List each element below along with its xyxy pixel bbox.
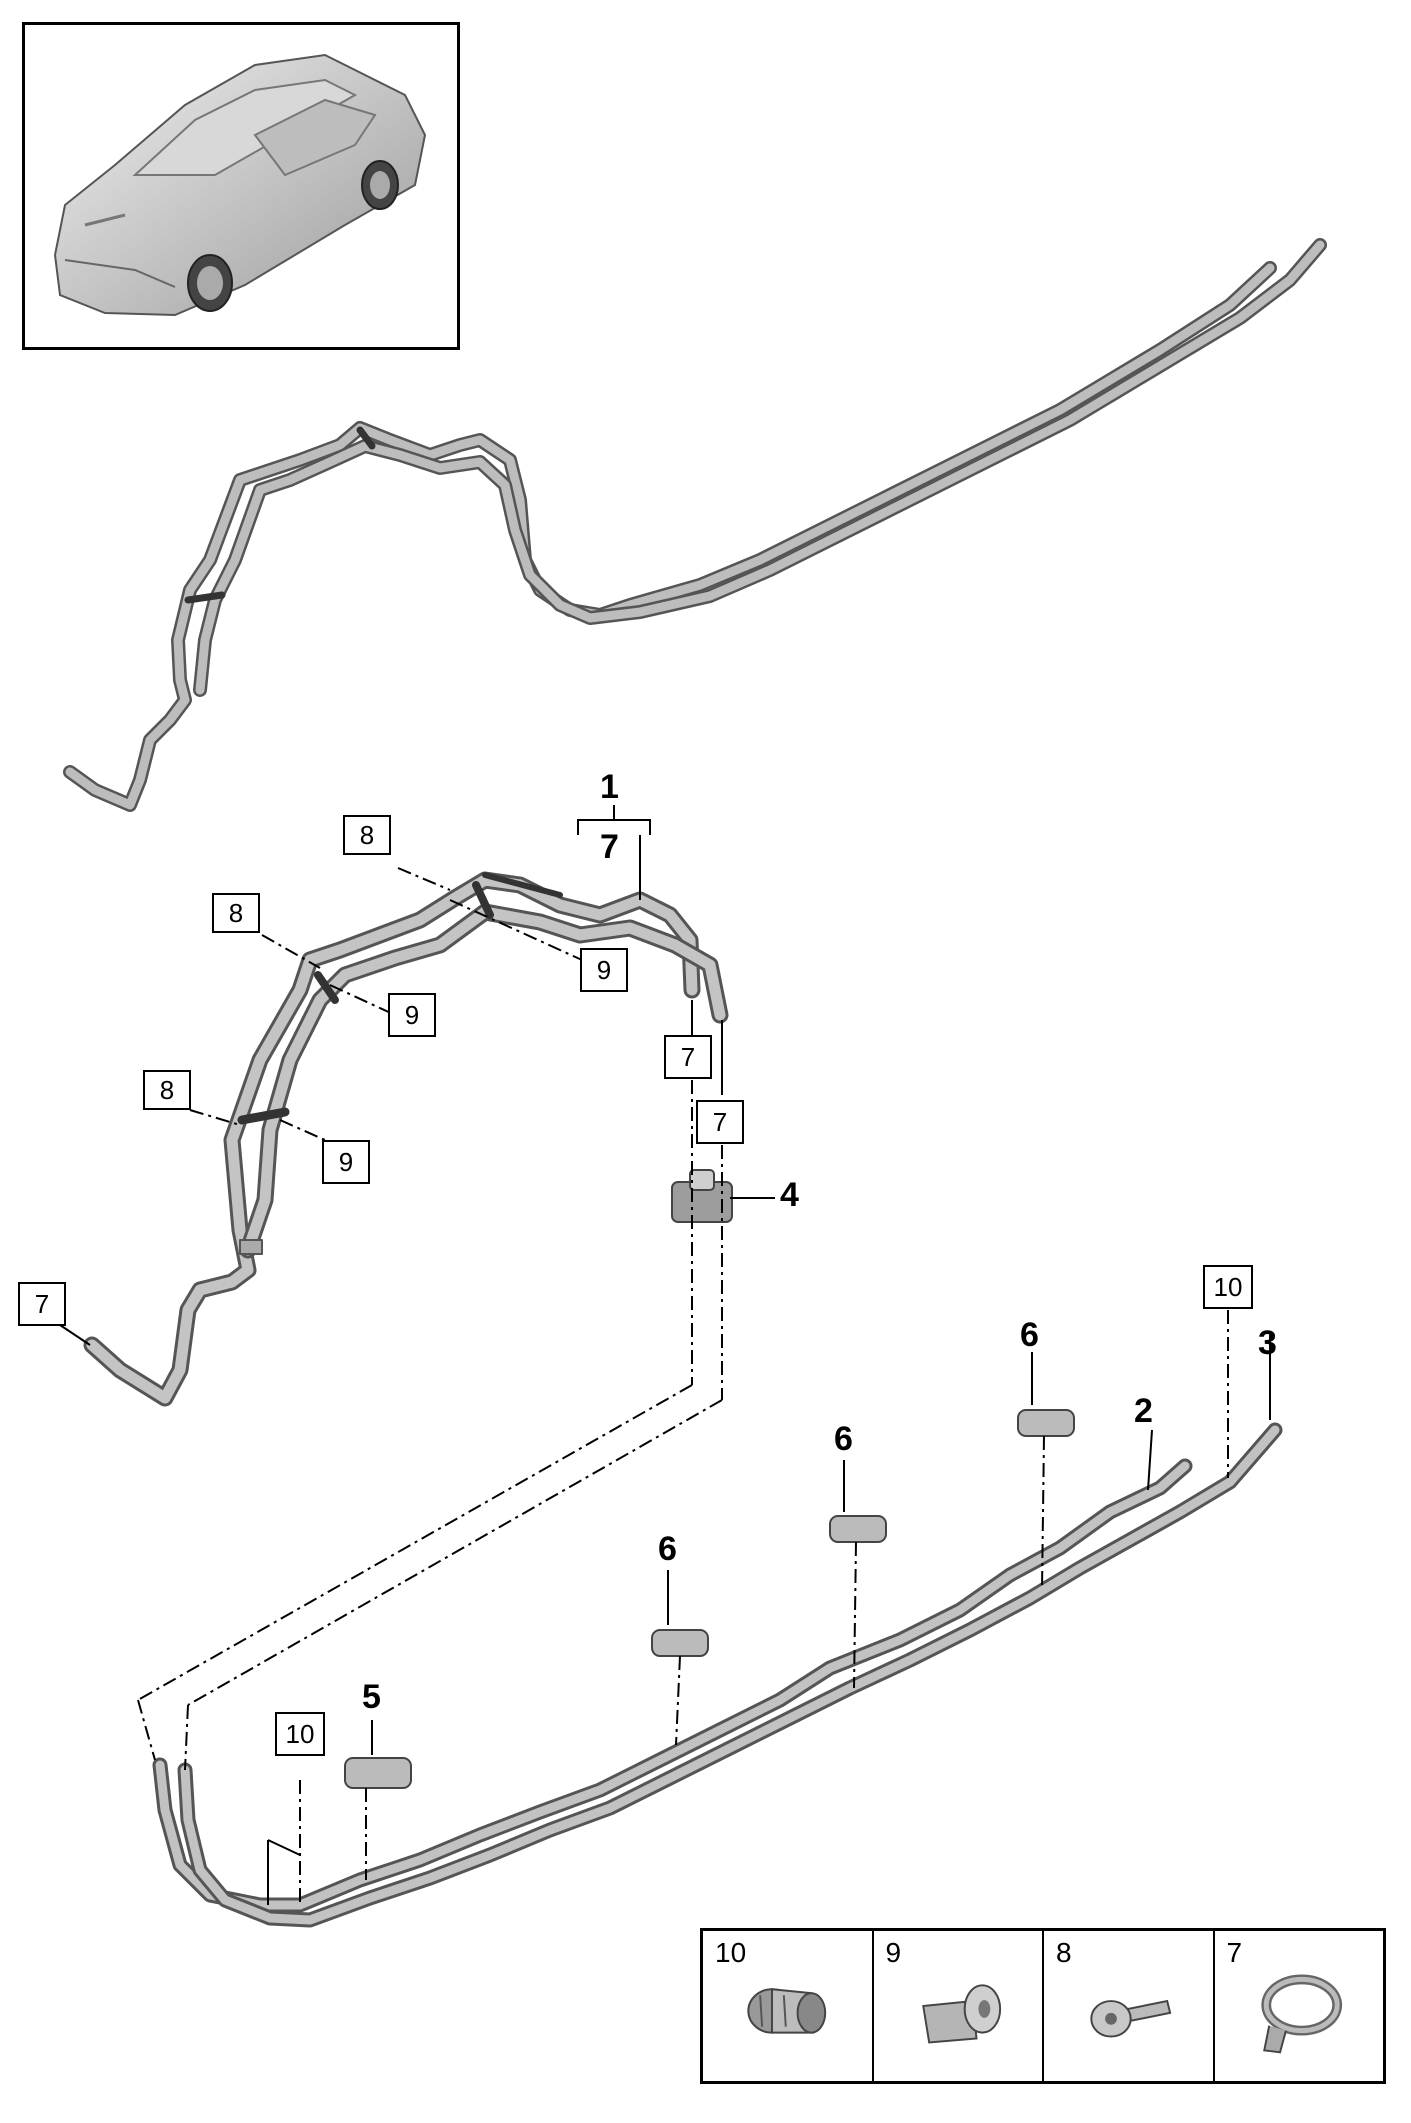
ref-box-9-c: 9 — [322, 1140, 370, 1184]
hose-clamp-icon — [1260, 1974, 1342, 2054]
ref-box-8-c: 8 — [143, 1070, 191, 1110]
vehicle-thumbnail — [22, 22, 460, 350]
ref-box-10-a: 10 — [275, 1712, 325, 1756]
legend-number: 9 — [885, 1937, 902, 1968]
pipe-assembly-overview — [63, 238, 1327, 812]
sleeve-icon — [747, 1988, 827, 2034]
legend-cell-8: 8 — [1044, 1931, 1215, 2081]
ref-box-9-b: 9 — [388, 993, 436, 1037]
ref-box-7-c: 7 — [18, 1282, 66, 1326]
callout-6-a: 6 — [658, 1530, 677, 1568]
ref-box-7-a: 7 — [664, 1035, 712, 1079]
clip-part-6-a — [651, 1629, 709, 1657]
pipes-parts-2-3 — [152, 1422, 1283, 1928]
callout-3: 3 — [1258, 1324, 1277, 1362]
callout-4: 4 — [780, 1176, 799, 1214]
callout-2: 2 — [1134, 1392, 1153, 1430]
ref-box-8-a: 8 — [343, 815, 391, 855]
ref-box-10-b: 10 — [1203, 1265, 1253, 1309]
legend-cell-9: 9 — [874, 1931, 1044, 2081]
callout-6-b: 6 — [834, 1420, 853, 1458]
legend-number: 10 — [715, 1937, 747, 1968]
car-icon — [53, 53, 427, 317]
callout-1: 1 — [600, 768, 619, 806]
legend-number: 8 — [1056, 1937, 1072, 1968]
legend-cell-10: 10 — [703, 1931, 874, 2081]
clip-part-5 — [344, 1757, 412, 1789]
legend-number: 7 — [1226, 1937, 1243, 1968]
ref-box-9-a: 9 — [580, 948, 628, 992]
screw-icon — [1090, 1999, 1172, 2038]
leader-lines — [59, 805, 1271, 1905]
parts-legend: 10 9 8 7 — [700, 1928, 1386, 2084]
ref-box-7-b: 7 — [696, 1100, 744, 1144]
ref-box-8-b: 8 — [212, 893, 260, 933]
callout-6-c: 6 — [1020, 1316, 1039, 1354]
clip-part-6-c — [1017, 1409, 1075, 1437]
clip-part-6-b — [829, 1515, 887, 1543]
callout-5: 5 — [362, 1678, 381, 1716]
pipe-assembly-part-1 — [83, 871, 729, 1407]
expanding-rivet-icon — [921, 1984, 1001, 2044]
callout-7-top: 7 — [600, 828, 619, 866]
clip-part-4 — [671, 1169, 733, 1223]
legend-cell-7: 7 — [1215, 1931, 1384, 2081]
